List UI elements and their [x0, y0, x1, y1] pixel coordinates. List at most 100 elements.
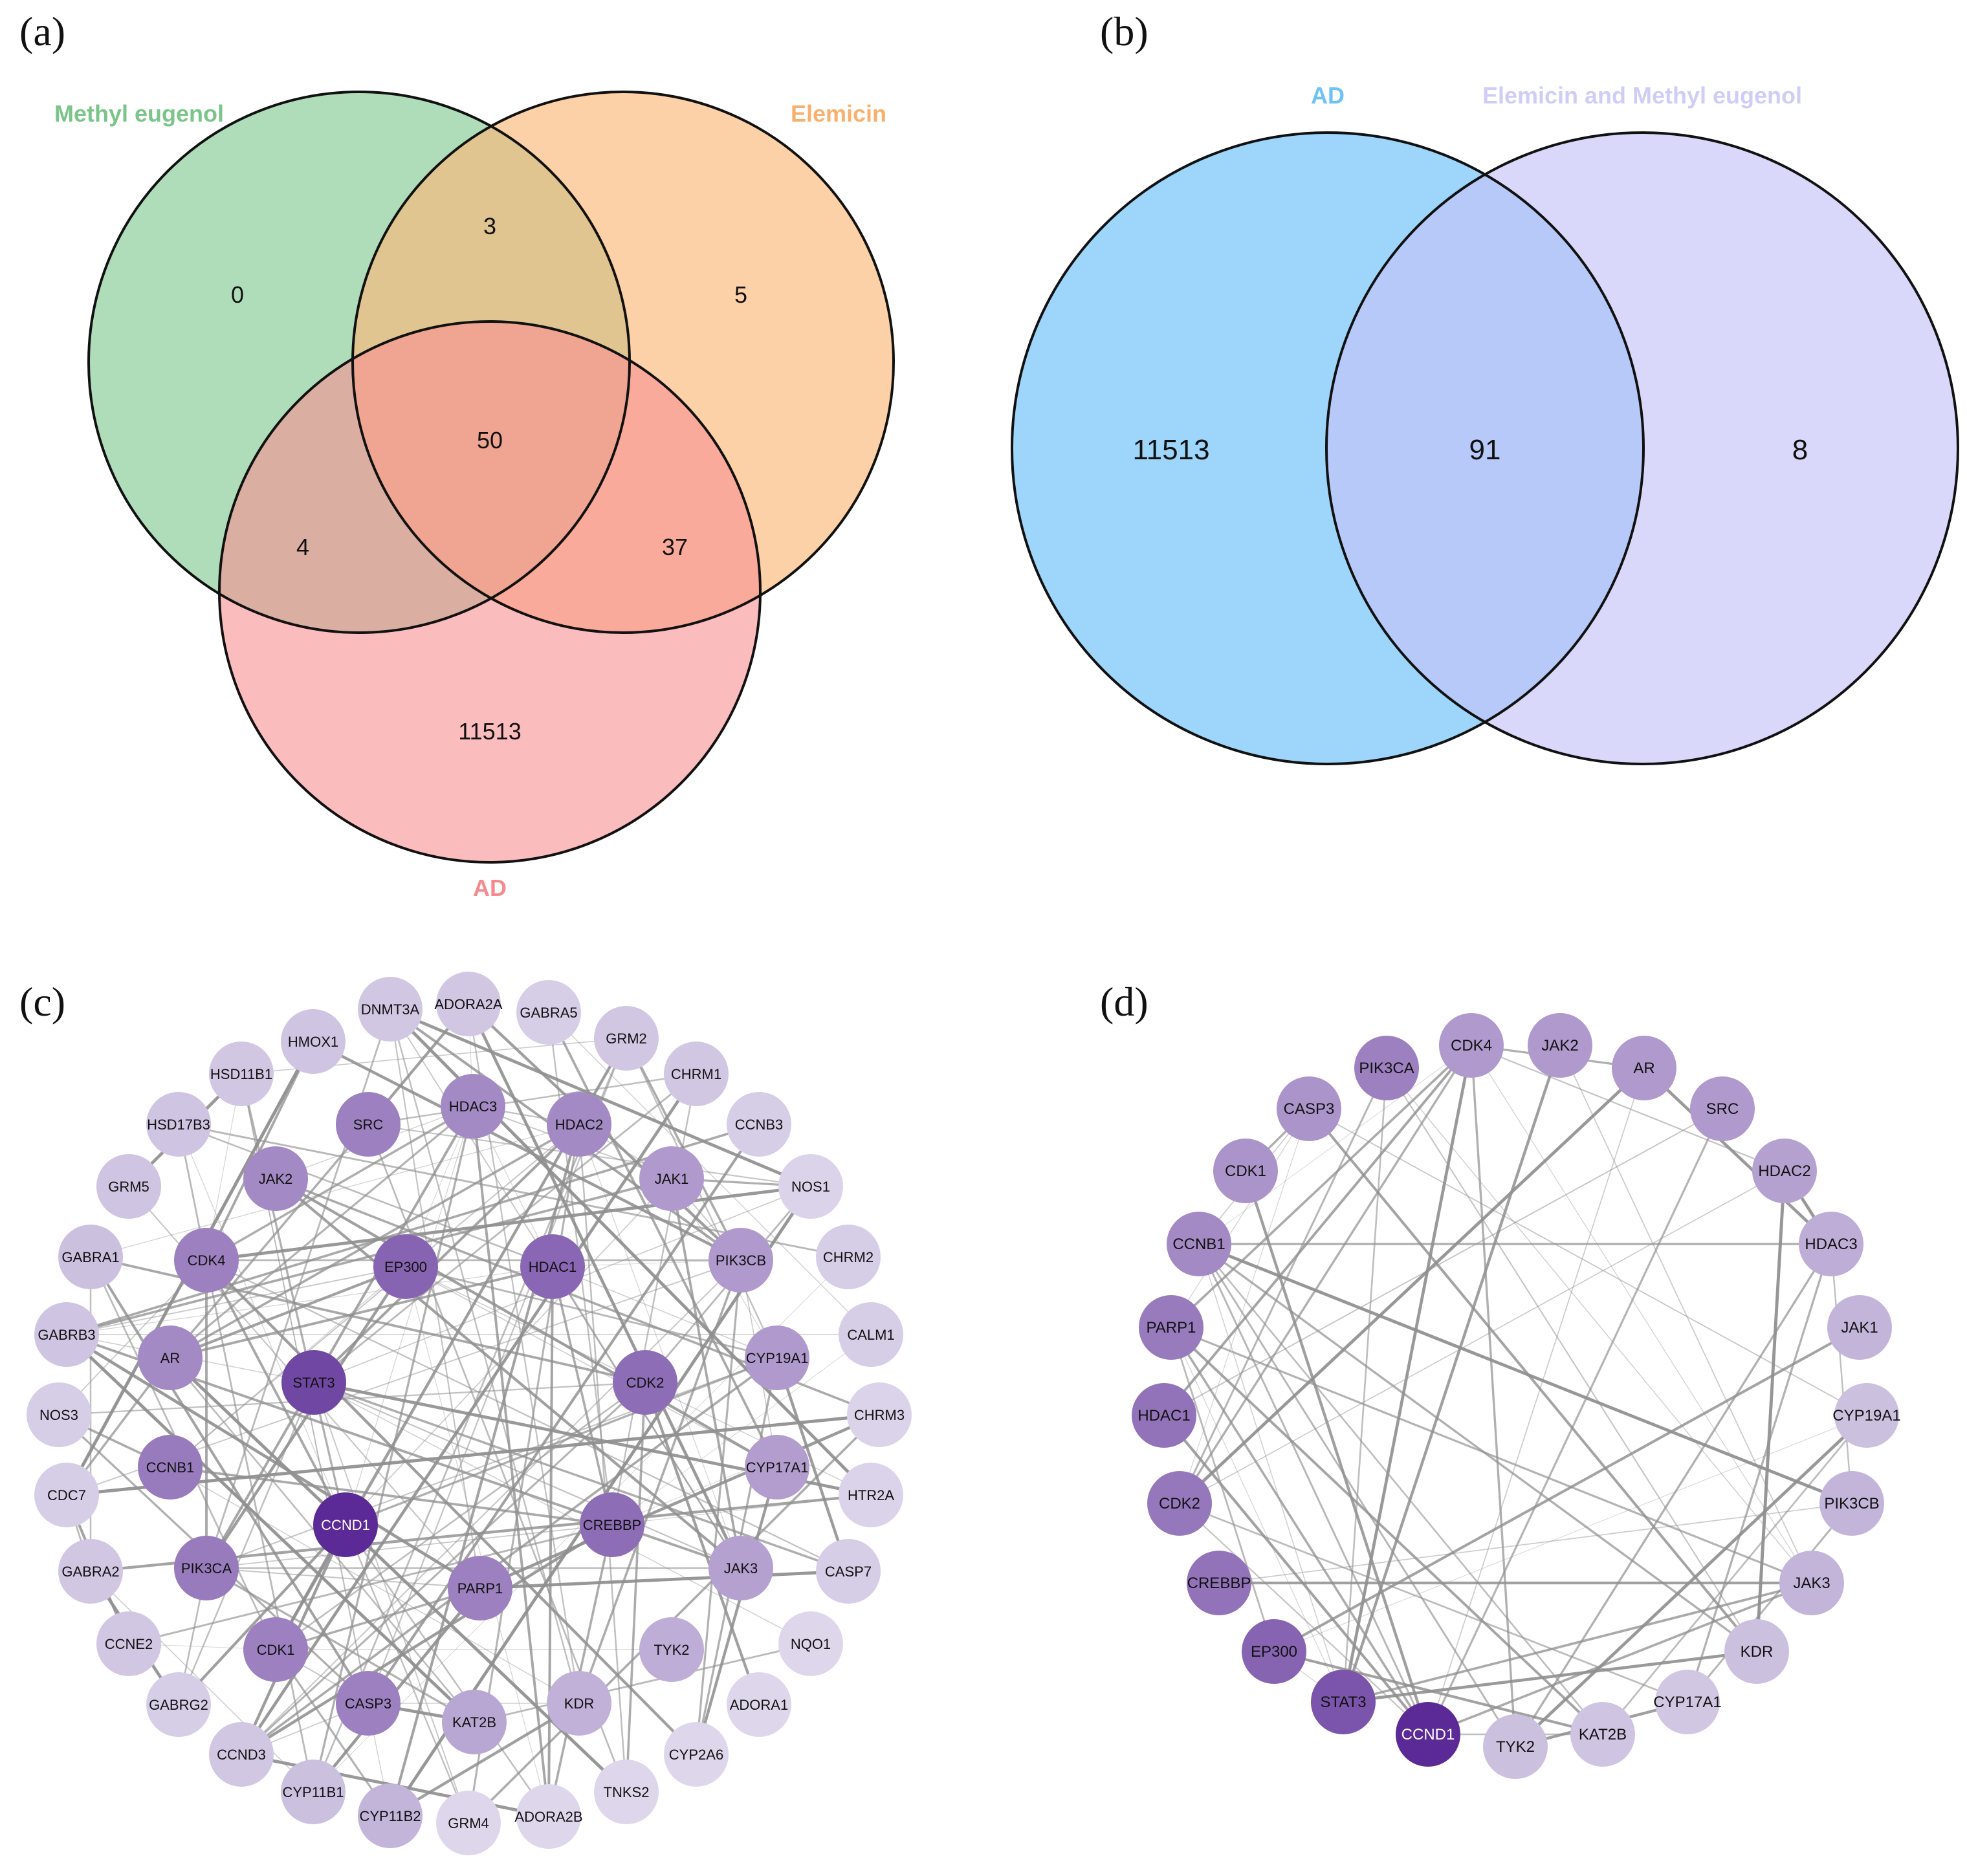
network-d-node-kat2b: KAT2B [1570, 1702, 1635, 1767]
network-c-edge [405, 1266, 778, 1468]
network-c-edge [313, 1381, 849, 1573]
network-d-edge [1179, 1503, 1429, 1735]
network-c-node-kat2b: KAT2B [442, 1690, 507, 1754]
node-label: CASP3 [345, 1696, 391, 1712]
node-circle [727, 1092, 791, 1157]
network-d-edge [1198, 1045, 1472, 1245]
network-c-edge [670, 1178, 742, 1569]
network-c-edge [206, 1105, 474, 1261]
node-circle [243, 1617, 308, 1682]
network-c-node-tnks2: TNKS2 [594, 1760, 659, 1824]
node-label: HTR2A [848, 1487, 894, 1503]
network-c-node-cyp17a1: CYP17A1 [745, 1435, 809, 1500]
node-circle [1277, 1076, 1341, 1141]
network-d-edge [1601, 1415, 1868, 1735]
network-c-edge [551, 1266, 742, 1569]
node-circle [745, 1325, 809, 1390]
network-c-edge [128, 1523, 613, 1645]
node-label: CDC7 [47, 1487, 86, 1503]
network-c-node-cdk2: CDK2 [613, 1350, 677, 1415]
node-label: GRM2 [606, 1031, 647, 1047]
count-compound-only-b: 8 [1792, 434, 1808, 466]
network-d-edge [1170, 1326, 1604, 1736]
node-label: PARP1 [1147, 1319, 1196, 1336]
network-c-node-casp7: CASP7 [816, 1539, 881, 1604]
node-label: CCND3 [217, 1747, 266, 1763]
network-c-edges [58, 1003, 881, 1824]
node-circle [336, 1092, 401, 1157]
network-c-node-src: SRC [336, 1092, 401, 1157]
network-d-edge [1170, 1327, 1344, 1703]
node-label: CDK4 [188, 1252, 226, 1269]
count-elemicin-only: 5 [734, 281, 747, 308]
network-d-edge [1170, 1327, 1275, 1652]
network-c-node-cdk1: CDK1 [243, 1617, 308, 1682]
network-d-edge [1343, 1650, 1757, 1704]
node-circle [727, 1672, 791, 1737]
node-circle [281, 1760, 346, 1824]
network-c-node-jak2: JAK2 [243, 1146, 308, 1211]
node-circle [839, 1463, 903, 1527]
network-d-edge [1386, 1067, 1812, 1584]
network-d-node-jak2: JAK2 [1528, 1013, 1592, 1078]
network-c-edge [578, 1124, 742, 1569]
node-circle [594, 1760, 659, 1824]
node-circle [1612, 1036, 1676, 1100]
node-circle [1147, 1471, 1212, 1536]
network-c-node-adora2a: ADORA2A [434, 972, 503, 1036]
network-c-node-hsd17b3: HSD17B3 [146, 1092, 211, 1157]
node-label: CALM1 [847, 1327, 894, 1343]
network-c-edge [66, 1266, 553, 1335]
network-c-edge [552, 1266, 778, 1358]
network-c-node-grm4: GRM4 [436, 1791, 501, 1855]
network-c-node-casp3: CASP3 [336, 1671, 401, 1736]
network-d-node-hdac3: HDAC3 [1799, 1212, 1863, 1276]
network-d-edge [1643, 1067, 1832, 1245]
node-label: AR [160, 1350, 181, 1366]
node-label: TNKS2 [604, 1784, 650, 1800]
network-c-edge [206, 1524, 613, 1569]
network-c-edge [177, 1382, 315, 1705]
node-circle [58, 1539, 123, 1604]
node-circle [373, 1234, 438, 1299]
node-circle [96, 1154, 161, 1219]
node-circle [27, 1382, 91, 1447]
node-label: CDK2 [626, 1375, 665, 1391]
node-circle [664, 1722, 729, 1787]
network-c-edge [368, 1123, 811, 1188]
network-d-edge [1170, 1108, 1310, 1328]
node-label: HSD17B3 [147, 1117, 210, 1133]
network-c-node-stat3: STAT3 [281, 1350, 346, 1415]
network-c-edge [240, 1073, 347, 1525]
node-label: STAT3 [1320, 1694, 1366, 1711]
network-c-edge [578, 1124, 628, 1793]
node-label: CDK1 [257, 1642, 295, 1658]
node-circle [1132, 1383, 1196, 1448]
network-c-node-grm5: GRM5 [96, 1154, 161, 1219]
node-label: PIK3CB [1824, 1495, 1879, 1512]
node-circle [778, 1154, 843, 1219]
network-c-node-crebbp: CREBBP [580, 1492, 644, 1557]
node-label: KAT2B [1579, 1726, 1627, 1743]
node-circle [1187, 1551, 1251, 1615]
network-c-edge [695, 1260, 742, 1755]
network-c-node-cdk4: CDK4 [174, 1228, 239, 1292]
network-c-node-cyp19a1: CYP19A1 [745, 1325, 809, 1390]
network-c-edge [170, 1265, 553, 1359]
node-circle [1834, 1383, 1899, 1448]
network-d-edge [1198, 1243, 1344, 1703]
node-circle [243, 1146, 308, 1211]
node-label: ADORA1 [730, 1697, 788, 1713]
network-d-node-hdac1: HDAC1 [1132, 1383, 1196, 1448]
node-label: HDAC3 [449, 1098, 498, 1115]
network-c-node-hsd11b1: HSD11B1 [209, 1042, 274, 1106]
node-circle [209, 1722, 274, 1787]
network-c-edge [240, 1357, 778, 1756]
node-label: CYP19A1 [1832, 1407, 1900, 1424]
node-label: SRC [353, 1117, 384, 1133]
network-d-edge [1830, 1243, 1853, 1504]
network-d-edge [1198, 1243, 1517, 1747]
network-c-node-cdc7: CDC7 [34, 1463, 99, 1527]
network-c-edge [65, 1333, 481, 1590]
